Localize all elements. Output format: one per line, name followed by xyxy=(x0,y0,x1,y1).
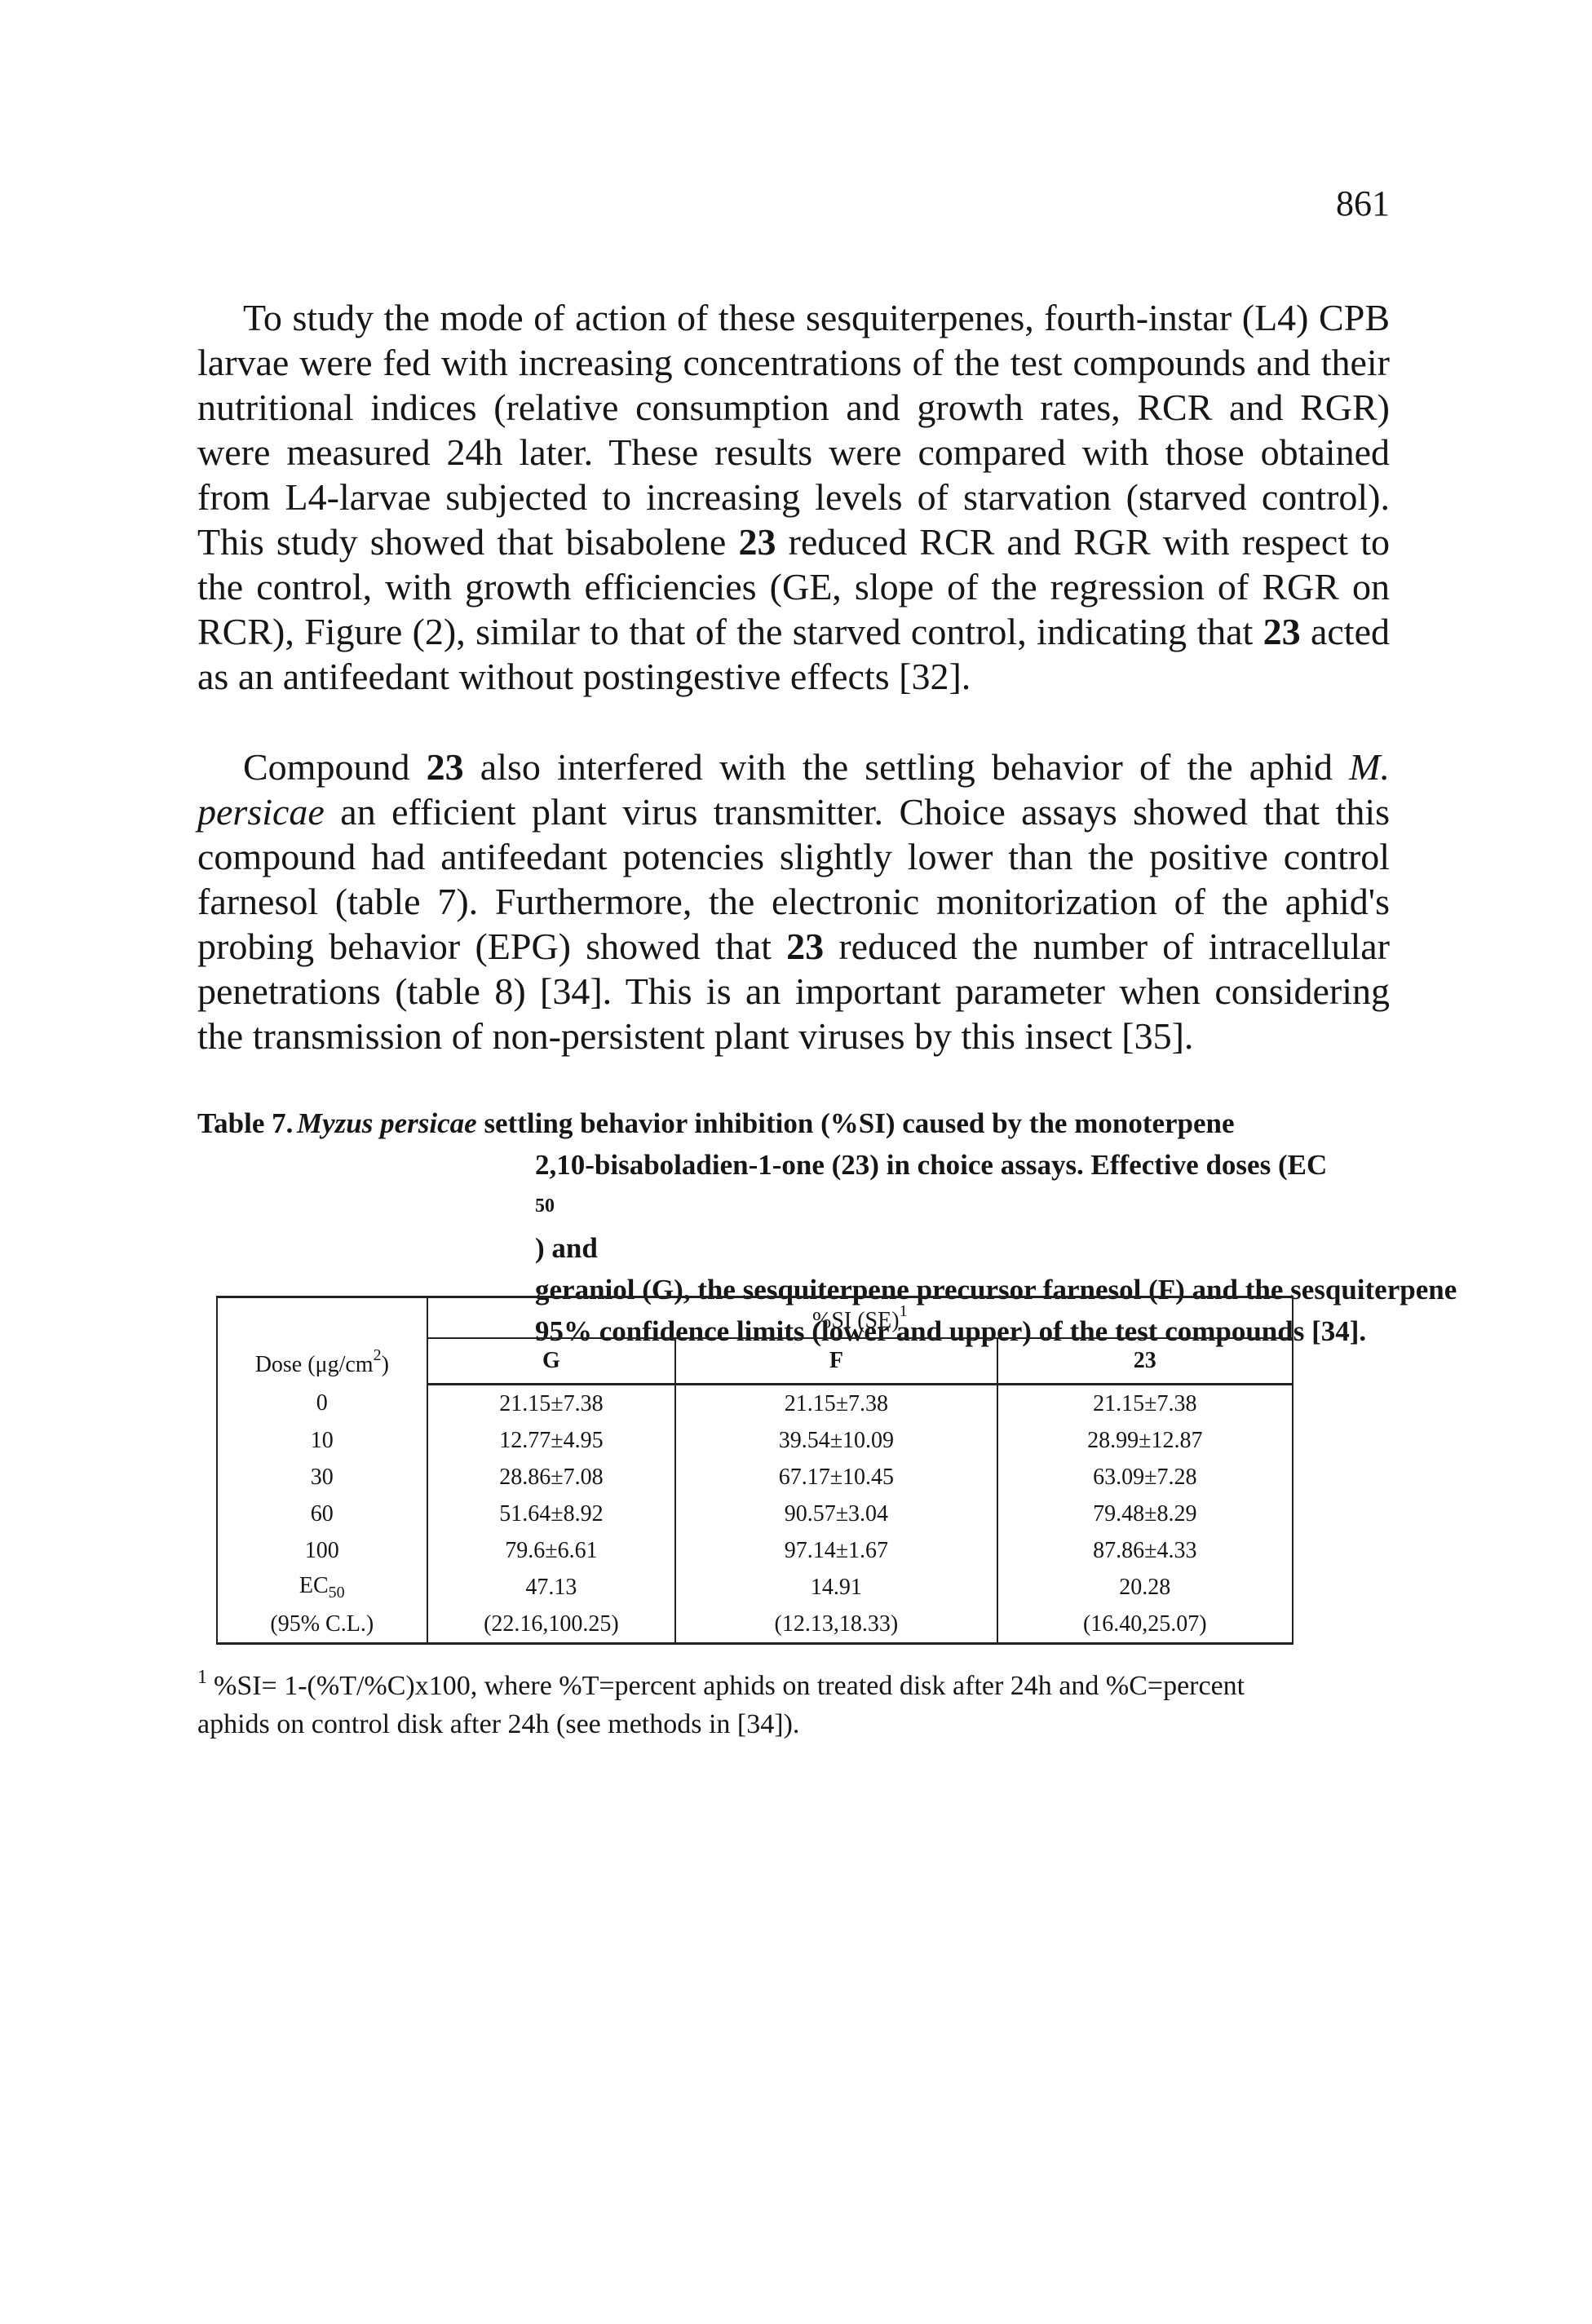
value-cell: 51.64±8.92 xyxy=(426,1496,677,1532)
value-cell: 97.14±1.67 xyxy=(674,1532,998,1569)
column-header-g: G xyxy=(426,1338,677,1385)
compound-ref: 23 xyxy=(786,926,825,967)
compound-ref: 23 xyxy=(1263,611,1301,652)
value-cell: 47.13 xyxy=(426,1569,677,1606)
value-cell: 79.48±8.29 xyxy=(996,1496,1294,1532)
value-cell: 90.57±3.04 xyxy=(674,1496,998,1532)
table-label: Table 7. xyxy=(197,1107,294,1139)
footnote-mark: 1 xyxy=(197,1667,207,1688)
value-cell: 21.15±7.38 xyxy=(996,1384,1294,1422)
cl-label: (95% C.L.) xyxy=(216,1606,428,1645)
compound-ref: 23 xyxy=(426,746,464,788)
species-name: M. persicae xyxy=(197,746,1390,833)
table-row-confidence-limits: (95% C.L.) (22.16,100.25) (12.13,18.33) … xyxy=(216,1606,1294,1645)
compound-ref: 23 xyxy=(738,521,776,563)
dose-cell: 0 xyxy=(216,1384,428,1422)
value-cell: (22.16,100.25) xyxy=(426,1606,677,1645)
value-cell: 14.91 xyxy=(674,1569,998,1606)
paragraph-1: To study the mode of action of these ses… xyxy=(197,297,1390,697)
page-number: 861 xyxy=(1336,183,1390,223)
paragraph-2: Compound 23 also interfered with the set… xyxy=(197,746,1390,1057)
dose-cell: 30 xyxy=(216,1459,428,1496)
value-cell: 63.09±7.28 xyxy=(996,1459,1294,1496)
value-cell: 87.86±4.33 xyxy=(996,1532,1294,1569)
table-row: 0 21.15±7.38 21.15±7.38 21.15±7.38 xyxy=(216,1384,1294,1422)
column-header-23: 23 xyxy=(996,1338,1294,1385)
table-row: 30 28.86±7.08 67.17±10.45 63.09±7.28 xyxy=(216,1459,1294,1496)
value-cell: 28.86±7.08 xyxy=(426,1459,677,1496)
table-footnote: 1%SI= 1-(%T/%C)x100, where %T=percent ap… xyxy=(197,1667,1245,1739)
value-cell: 21.15±7.38 xyxy=(674,1384,998,1422)
table-row: 100 79.6±6.61 97.14±1.67 87.86±4.33 xyxy=(216,1532,1294,1569)
value-cell: 67.17±10.45 xyxy=(674,1459,998,1496)
table-row: 60 51.64±8.92 90.57±3.04 79.48±8.29 xyxy=(216,1496,1294,1532)
value-cell: 39.54±10.09 xyxy=(674,1422,998,1459)
ec50-label: EC50 xyxy=(216,1569,428,1606)
value-cell: 12.77±4.95 xyxy=(426,1422,677,1459)
value-cell: 28.99±12.87 xyxy=(996,1422,1294,1459)
table-row: 10 12.77±4.95 39.54±10.09 28.99±12.87 xyxy=(216,1422,1294,1459)
si-group-header: %SI (SE)1 xyxy=(426,1296,1294,1339)
value-cell: (12.13,18.33) xyxy=(674,1606,998,1645)
value-cell: 20.28 xyxy=(996,1569,1294,1606)
species-name: Myzus persicae xyxy=(297,1107,477,1139)
dose-header: Dose (μg/cm2) xyxy=(216,1296,428,1385)
value-cell: 21.15±7.38 xyxy=(426,1384,677,1422)
dose-cell: 60 xyxy=(216,1496,428,1532)
dose-cell: 100 xyxy=(216,1532,428,1569)
value-cell: 79.6±6.61 xyxy=(426,1532,677,1569)
column-header-f: F xyxy=(674,1338,998,1385)
table-row-ec50: EC50 47.13 14.91 20.28 xyxy=(216,1569,1294,1606)
dose-cell: 10 xyxy=(216,1422,428,1459)
data-table: Dose (μg/cm2) %SI (SE)1 G F 23 0 21.15±7… xyxy=(216,1296,1294,1645)
value-cell: (16.40,25.07) xyxy=(996,1606,1294,1645)
